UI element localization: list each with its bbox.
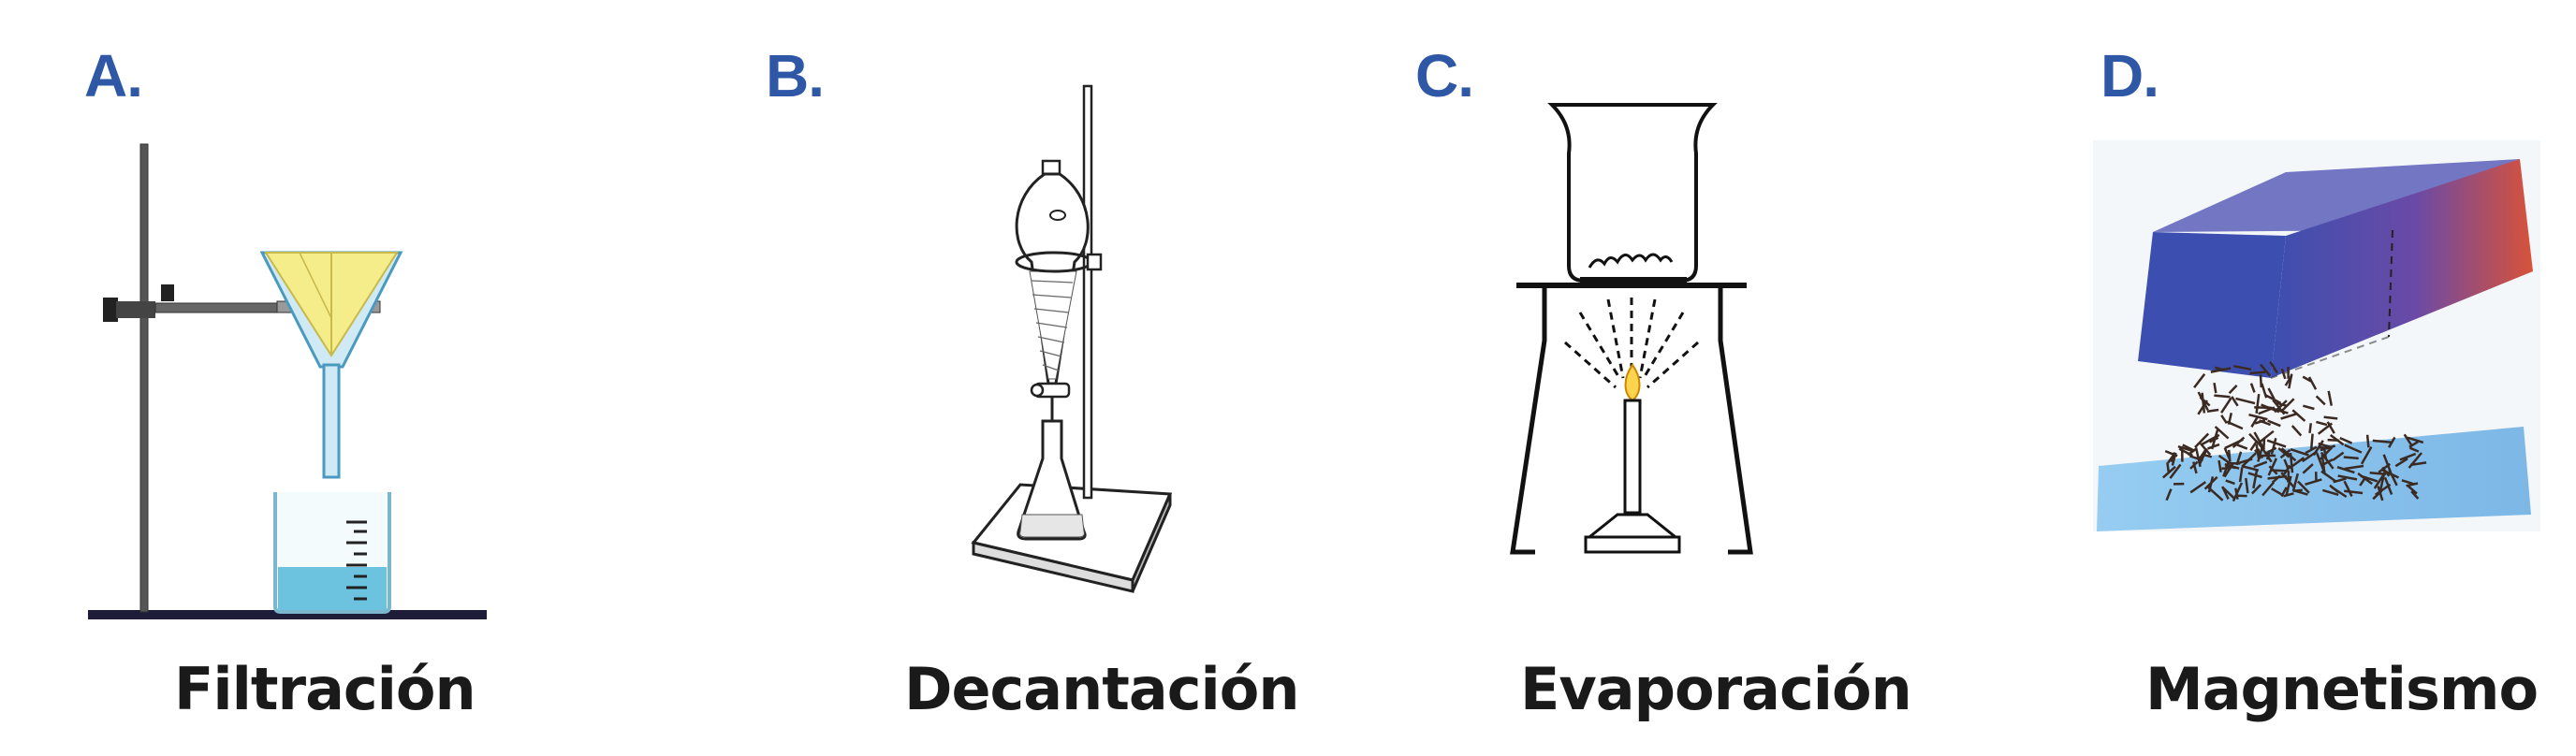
heat-rays (1564, 298, 1699, 389)
clamp-screw (161, 284, 174, 301)
magnetism-illustration (2093, 140, 2540, 531)
caption-decantation: Decantación (904, 655, 1299, 723)
caption-filtration: Filtración (174, 655, 476, 723)
funnel-stopper (1041, 159, 1061, 176)
panel-letter-a: A. (84, 42, 143, 109)
clamp-knob (103, 298, 118, 322)
panel-letter-b: B. (766, 42, 825, 109)
magnet-top (2153, 159, 2520, 232)
beaker-graduations (346, 520, 367, 601)
tripod-leg-right (1718, 288, 1753, 555)
stand-rod (139, 143, 149, 613)
panel-decantation: B. Decantación (655, 0, 1348, 756)
tripod-top (1516, 283, 1747, 288)
stand-base (88, 610, 487, 619)
funnel-stem (322, 363, 341, 479)
panel-magnetism: D. Magnetismo (2003, 0, 2576, 756)
magnet-front (2138, 232, 2286, 378)
residue (1588, 253, 1674, 269)
panel-evaporation: C. Evaporación (1348, 0, 2003, 756)
magnet-side (2271, 159, 2533, 378)
caption-evaporation: Evaporación (1520, 655, 1912, 723)
stand-rod (1082, 84, 1093, 500)
bunsen-burner (1623, 399, 1642, 515)
iron-filings (2161, 360, 2427, 502)
clamp-arm (154, 302, 287, 313)
beaker-liquid (278, 567, 387, 610)
panel-letter-d: D. (2100, 42, 2159, 109)
clamp-block (116, 301, 155, 318)
panel-filtration: A. Filtración (0, 0, 655, 756)
caption-magnetism: Magnetismo (2145, 655, 2539, 723)
flame (1624, 363, 1641, 402)
evaporating-dish (1547, 103, 1718, 283)
paper-sheet (2097, 427, 2531, 531)
tripod-leg-left (1510, 288, 1547, 555)
filtration-illustration (88, 143, 487, 619)
evaporation-illustration (1510, 103, 1753, 555)
panel-letter-c: C. (1415, 42, 1474, 109)
decantation-illustration (971, 84, 1173, 593)
